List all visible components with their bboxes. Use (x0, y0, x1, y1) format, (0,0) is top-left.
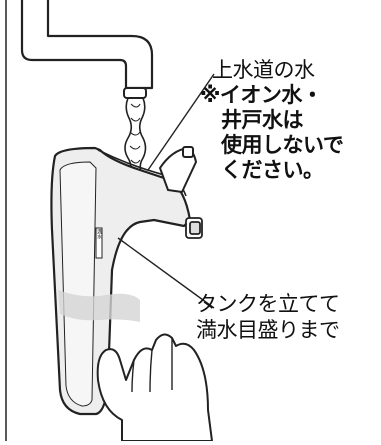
tank-clips (185, 217, 203, 239)
full-water-scale-mark: 満水 (96, 229, 102, 239)
water-level-band (58, 290, 140, 322)
warning-line-1: ※イオン水・ (200, 83, 323, 107)
warning-line-3: 使用しないで (221, 133, 344, 157)
hand (96, 333, 213, 442)
warning-line-2: 井戸水は (221, 108, 304, 132)
water-stream (124, 97, 147, 175)
scale-plate (95, 227, 103, 259)
tank-lid (159, 146, 197, 193)
instruction-line-2: 満水目盛りまで (196, 318, 340, 342)
leader-line-scale (117, 237, 215, 309)
faucet-nozzle (123, 87, 147, 99)
tap-water-label: 上水道の水 (212, 58, 315, 82)
instruction-line-1: タンクを立てて (196, 292, 340, 316)
warning-line-4: ください。 (221, 158, 324, 182)
leader-line-tap (147, 73, 215, 171)
faucet (20, 0, 154, 90)
